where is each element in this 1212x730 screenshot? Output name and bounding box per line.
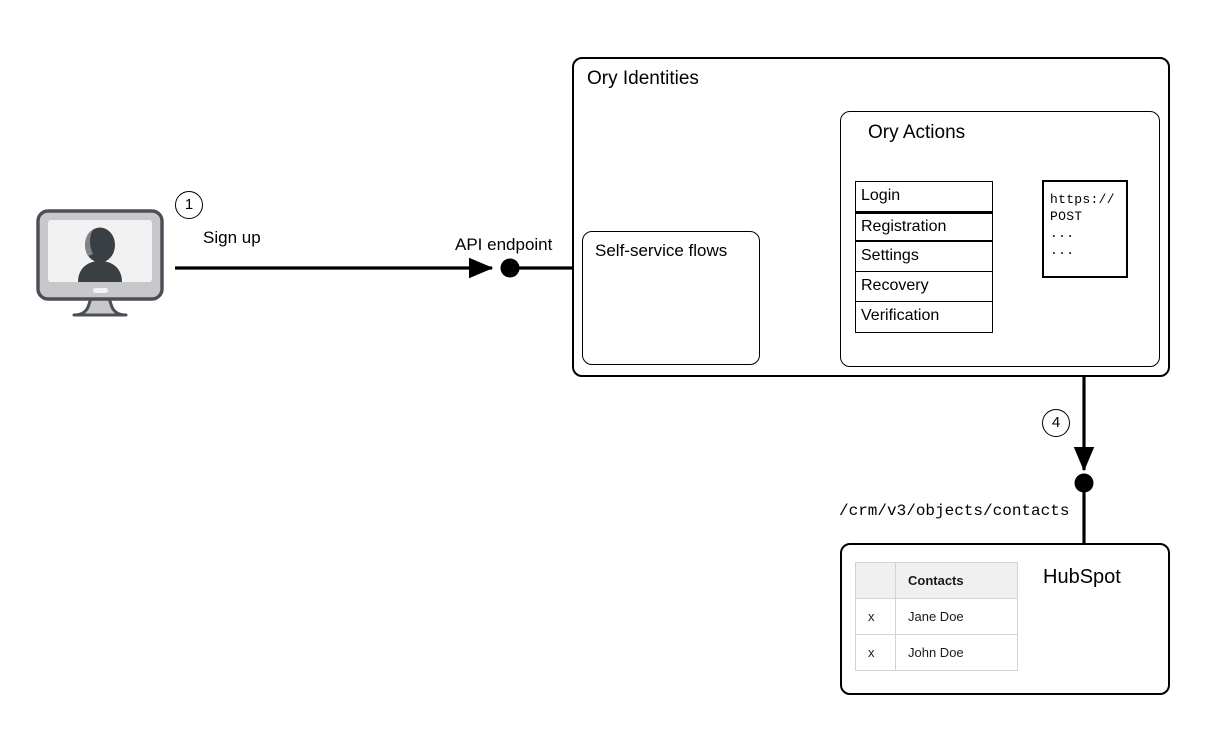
table-header-row: Contacts — [855, 562, 1018, 599]
self-service-flows-title: Self-service flows — [595, 241, 728, 260]
flow-item-recovery[interactable]: Recovery — [856, 272, 992, 302]
step-badge-1: 1 — [175, 191, 203, 219]
webhook-line-url: https:// — [1050, 192, 1115, 207]
label-api-endpoint: API endpoint — [455, 235, 553, 254]
table-header-contacts: Contacts — [895, 562, 1018, 599]
ory-actions-flow-list: Login Registration Settings Recovery Ver… — [855, 181, 993, 333]
ory-identities-title: Ory Identities — [587, 68, 699, 89]
flow-item-settings[interactable]: Settings — [856, 242, 992, 272]
contact-mark: x — [855, 634, 896, 671]
step-badge-4: 4 — [1042, 409, 1070, 437]
label-sign-up: Sign up — [203, 228, 261, 247]
webhook-code-box: https:// POST ... ... — [1042, 180, 1128, 278]
webhook-line-body-1: ... — [1050, 226, 1075, 241]
flow-item-verification[interactable]: Verification — [861, 307, 940, 324]
table-header-mark — [855, 562, 896, 599]
label-crm-path: /crm/v3/objects/contacts — [839, 502, 1070, 520]
contact-mark: x — [855, 598, 896, 635]
table-row[interactable]: x Jane Doe — [855, 598, 1018, 635]
self-service-flows-box — [582, 231, 760, 365]
table-row[interactable]: x John Doe — [855, 634, 1018, 671]
flow-item-registration[interactable]: Registration — [856, 212, 992, 242]
ory-actions-title: Ory Actions — [868, 122, 966, 143]
contact-name: John Doe — [895, 634, 1018, 671]
webhook-line-body-2: ... — [1050, 243, 1075, 258]
contacts-table: Contacts x Jane Doe x John Doe — [855, 562, 1018, 671]
contact-name: Jane Doe — [895, 598, 1018, 635]
flow-item-login[interactable]: Login — [856, 182, 992, 212]
desktop-monitor-user-icon — [36, 209, 164, 317]
webhook-line-method: POST — [1050, 209, 1083, 224]
client-monitor — [36, 209, 164, 322]
hubspot-title: HubSpot — [1043, 566, 1121, 588]
